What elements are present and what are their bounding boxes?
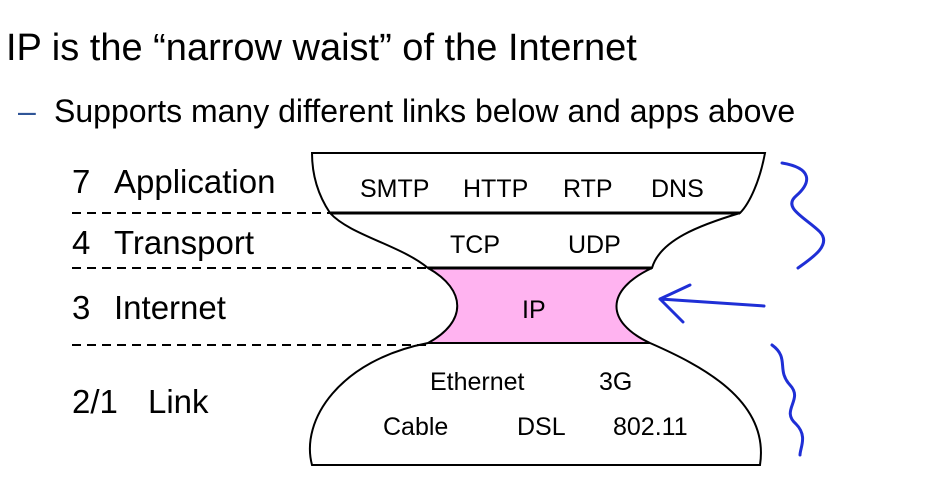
protocol-cable: Cable: [383, 413, 448, 441]
layer-name-application: Application: [114, 163, 275, 200]
arrow-to-ip-icon: [658, 283, 766, 324]
bullet-dash: –: [18, 93, 36, 129]
layer-number-link: 2/1: [72, 383, 118, 420]
protocol-smtp: SMTP: [360, 175, 429, 203]
bullet-point: –Supports many different links below and…: [18, 92, 795, 130]
layer-name-internet: Internet: [114, 289, 226, 326]
protocol-802-11: 802.11: [613, 413, 688, 441]
protocol-rtp: RTP: [563, 175, 613, 203]
protocol-tcp: TCP: [450, 231, 500, 259]
protocol-ip: IP: [522, 296, 546, 324]
protocol-3g: 3G: [599, 368, 632, 396]
layer-number-internet: 3: [72, 289, 90, 326]
protocol-udp: UDP: [568, 231, 621, 259]
lower-brace-squiggle-icon: [770, 343, 805, 457]
protocol-ethernet: Ethernet: [430, 368, 525, 396]
protocol-http: HTTP: [463, 175, 528, 203]
bullet-text: Supports many different links below and …: [54, 93, 796, 129]
layer-name-transport: Transport: [114, 224, 254, 261]
ip-layer-fill: [428, 268, 652, 343]
layer-number-transport: 4: [72, 224, 90, 261]
layer-name-link: Link: [148, 383, 209, 420]
layer-number-application: 7: [72, 163, 90, 200]
upper-brace-squiggle-icon: [780, 161, 826, 270]
protocol-dns: DNS: [651, 175, 704, 203]
hourglass-outline: [308, 152, 767, 466]
protocol-dsl: DSL: [517, 413, 566, 441]
slide-title: IP is the “narrow waist” of the Internet: [6, 27, 637, 69]
